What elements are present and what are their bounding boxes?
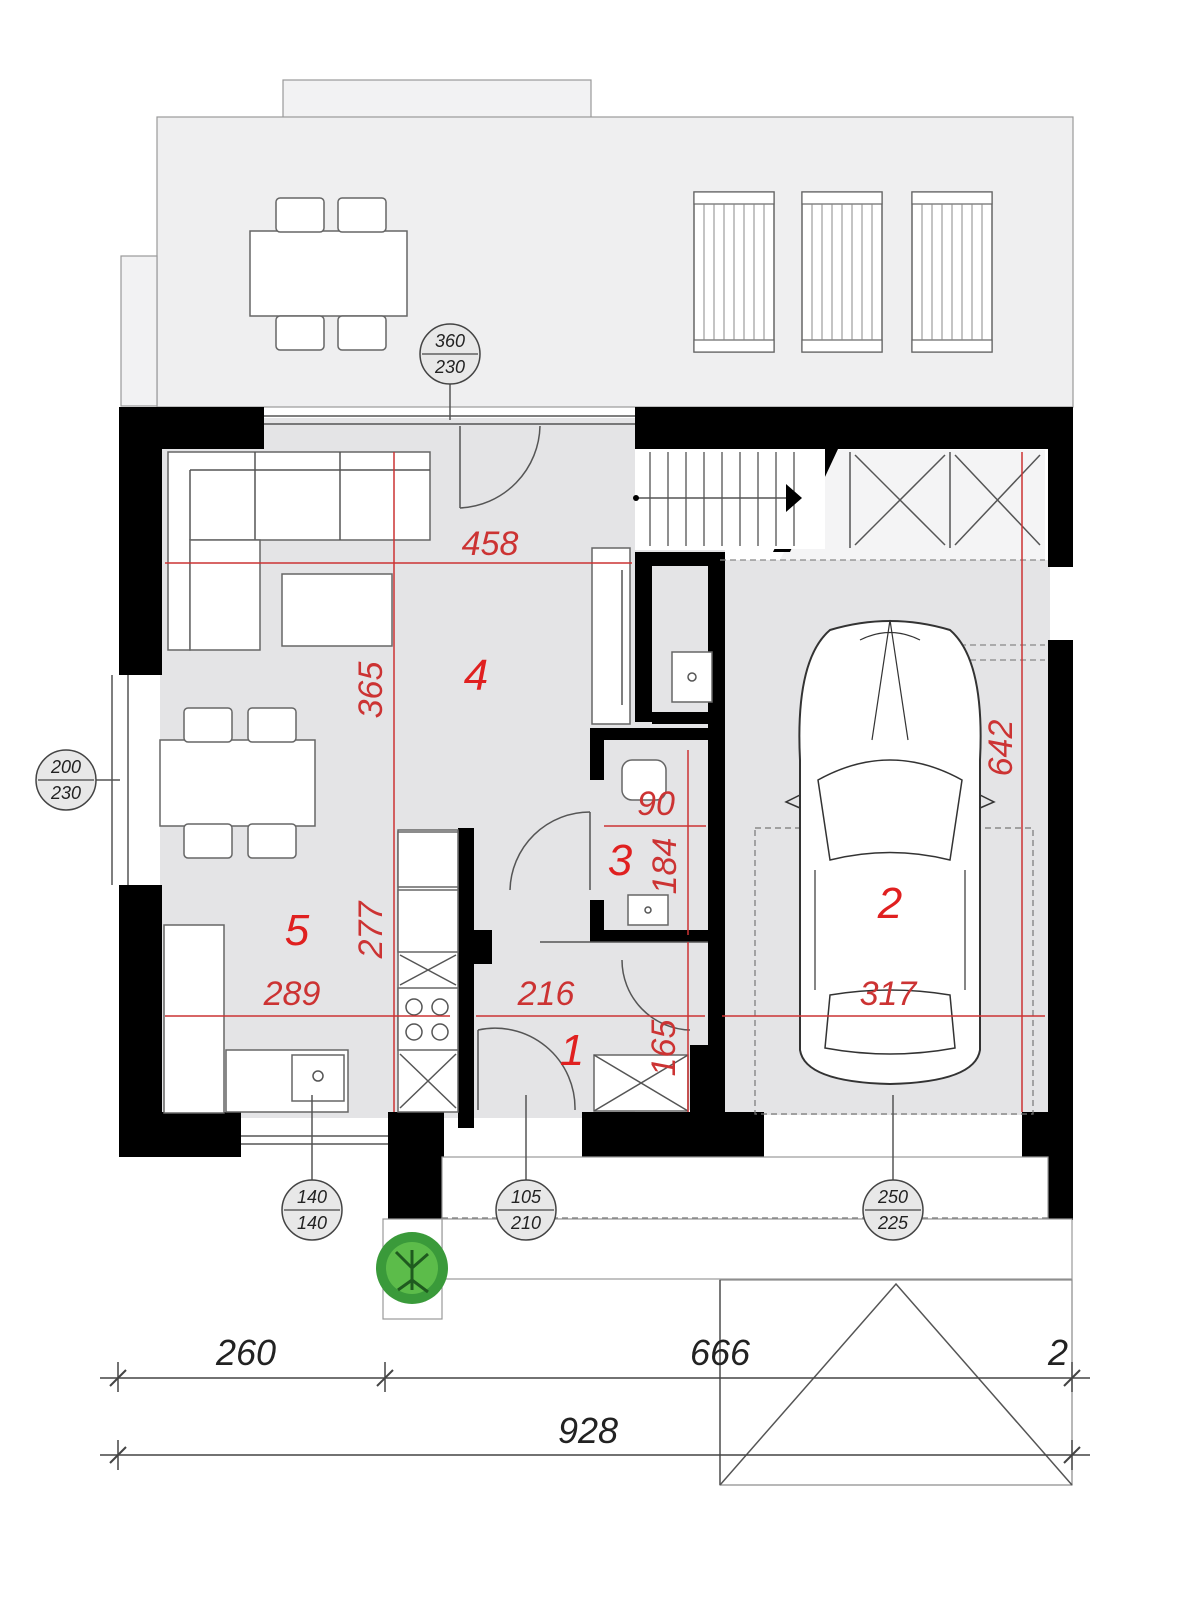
sun-loungers <box>693 191 993 353</box>
opening-bubble-left-window: 200 230 <box>35 749 120 811</box>
interior-doors <box>477 811 708 1111</box>
driveway <box>382 1156 1073 1486</box>
svg-text:140: 140 <box>297 1213 327 1233</box>
dimension-label: 216 <box>517 975 575 1013</box>
car <box>784 619 996 1086</box>
dimension-label: 90 <box>637 785 675 823</box>
room-number-garage: 2 <box>877 879 902 928</box>
overall-dimension-label: 2 <box>1047 1332 1068 1373</box>
room-number-hall: 1 <box>560 1026 584 1075</box>
terrace-dining-table <box>249 197 408 351</box>
bathroom-fixtures <box>621 651 713 926</box>
opening-bubble-kitchen-window: 140 140 <box>281 1095 343 1241</box>
overall-dimension-label: 928 <box>558 1410 618 1451</box>
corner-sofa <box>167 451 431 651</box>
coffee-table <box>281 573 393 647</box>
walls <box>119 407 1073 1220</box>
room-number-living: 4 <box>464 651 488 700</box>
opening-bubble-entry-door: 105 210 <box>495 1095 557 1241</box>
tree-icon <box>376 1232 448 1304</box>
dimension-label: 184 <box>646 838 684 895</box>
svg-text:210: 210 <box>510 1213 541 1233</box>
kitchen-counters <box>163 829 459 1114</box>
garage-parking-outline <box>754 827 1034 1115</box>
sun-lounger <box>911 191 993 353</box>
svg-text:225: 225 <box>877 1213 909 1233</box>
dimension-label: 458 <box>462 525 519 563</box>
room-number-bathroom: 3 <box>608 836 633 885</box>
dimension-label: 642 <box>982 720 1020 777</box>
dimension-label: 165 <box>645 1020 683 1077</box>
windows <box>111 415 635 1145</box>
dimension-label: 365 <box>352 662 390 719</box>
overall-dimension-label: 260 <box>215 1332 276 1373</box>
svg-text:105: 105 <box>511 1187 542 1207</box>
svg-text:140: 140 <box>297 1187 327 1207</box>
terrace-door <box>459 425 541 509</box>
dimension-label: 289 <box>263 975 321 1013</box>
svg-text:250: 250 <box>877 1187 908 1207</box>
interior-dimension-lines <box>165 452 1045 1112</box>
overall-dimension-lines <box>100 1362 1090 1470</box>
dimension-label: 277 <box>352 901 390 960</box>
tv-cabinet <box>591 547 631 725</box>
svg-text:230: 230 <box>50 783 81 803</box>
svg-text:200: 200 <box>50 757 81 777</box>
opening-bubble-garage-door: 250 225 <box>862 1095 924 1241</box>
sun-lounger <box>801 191 883 353</box>
room-number-kitchen: 5 <box>285 906 310 955</box>
dining-table <box>159 707 316 859</box>
overall-dimension-label: 666 <box>690 1332 751 1373</box>
technical-cabinet <box>593 1054 689 1112</box>
sun-lounger <box>693 191 775 353</box>
dimension-label: 317 <box>860 975 918 1013</box>
svg-text:230: 230 <box>434 357 465 377</box>
opening-bubble-terrace-window: 360 230 <box>419 323 481 420</box>
svg-text:360: 360 <box>435 331 465 351</box>
staircase <box>633 449 825 549</box>
